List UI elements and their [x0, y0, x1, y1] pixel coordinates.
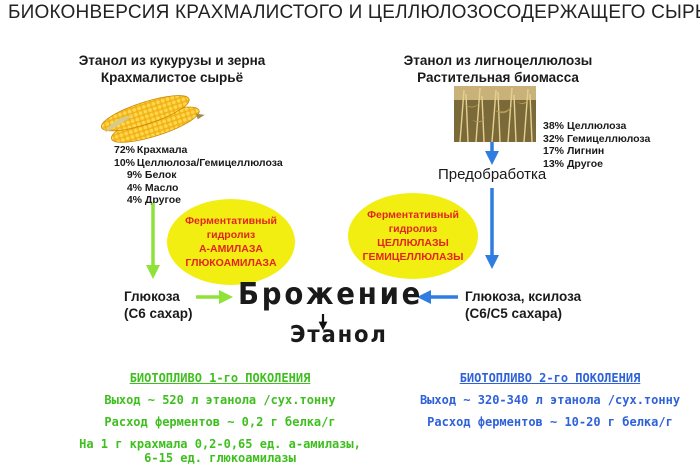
- composition-item: 13% Другое: [543, 157, 604, 170]
- ellipse-line: А-АМИЛАЗА: [198, 243, 264, 255]
- biofuel-gen1-line: На 1 г крахмала 0,2-0,65 ед. а-амилазы,: [79, 437, 361, 451]
- left-sugar: Глюкоза (С6 сахар): [124, 288, 192, 322]
- left-header-line2: Крахмалистое сырьё: [100, 70, 244, 85]
- biofuel-gen1-line: Выход ~ 520 л этанола /сух.тонну: [104, 393, 336, 407]
- composition-item: 72% Крахмала: [114, 144, 188, 156]
- left-sugar-line2: (С6 сахар): [124, 306, 193, 321]
- left-composition: 72% Крахмала 10% Целлюлоза/Гемицеллюлоза…: [114, 144, 283, 207]
- ethanol-label: Этанол: [290, 322, 388, 348]
- ellipse-line: гидролиз: [388, 223, 438, 235]
- biofuel-gen1: БИОТОПЛИВО 1-го ПОКОЛЕНИЯ Выход ~ 520 л …: [70, 371, 370, 465]
- ellipse-line: ГЛЮКОАМИЛАЗА: [185, 257, 277, 269]
- right-header-line1: Этанол из лигноцеллюлозы: [403, 53, 593, 68]
- fermentation-label: Брожение: [238, 277, 424, 312]
- biomass-image: [454, 86, 536, 142]
- biofuel-gen2-heading: БИОТОПЛИВО 2-го ПОКОЛЕНИЯ: [459, 371, 641, 385]
- biofuel-gen1-heading: БИОТОПЛИВО 1-го ПОКОЛЕНИЯ: [129, 371, 311, 385]
- biofuel-gen2-line: Выход ~ 320-340 л этанола /сух.тонну: [419, 393, 681, 407]
- diagram-title: БИОКОНВЕРСИЯ КРАХМАЛИСТОГО И ЦЕЛЛЮЛОЗОСО…: [8, 2, 700, 23]
- ellipse-line: Ферментативный: [367, 209, 459, 221]
- ellipse-line: ГЕМИЦЕЛЛЮЛАЗЫ: [362, 251, 464, 263]
- left-sugar-line1: Глюкоза: [124, 289, 180, 304]
- composition-item: 4% Масло: [126, 181, 179, 194]
- left-hydrolysis-ellipse: Ферментативный гидролиз А-АМИЛАЗА ГЛЮКОА…: [167, 199, 295, 285]
- biofuel-gen1-line: Расход ферментов ~ 0,2 г белка/г: [104, 415, 336, 429]
- left-header-line1: Этанол из кукурузы и зерна: [78, 53, 266, 68]
- left-header: Этанол из кукурузы и зерна Крахмалистое …: [62, 52, 282, 86]
- composition-item: 10% Целлюлоза/Гемицеллюлоза: [114, 156, 283, 169]
- pretreatment-label: Предобработка: [438, 166, 547, 183]
- right-sugar-line1: Глюкоза, ксилоза: [465, 289, 582, 304]
- right-sugar-line2: (С6/С5 сахара): [465, 306, 562, 321]
- ellipse-line: Ферментативный: [185, 215, 277, 227]
- biofuel-gen2-line: Расход ферментов ~ 10-20 г белка/г: [427, 415, 673, 429]
- right-sugar: Глюкоза, ксилоза (С6/С5 сахара): [465, 288, 581, 322]
- ellipse-line: гидролиз: [206, 229, 256, 241]
- right-header-line2: Растительная биомасса: [417, 70, 579, 85]
- biofuel-gen2: БИОТОПЛИВО 2-го ПОКОЛЕНИЯ Выход ~ 320-34…: [405, 371, 695, 429]
- biofuel-gen1-line: 6-15 ед. глюкоамилазы: [144, 451, 296, 465]
- right-composition: 38% Целлюлоза 32% Гемицеллюлоза 17% Лигн…: [543, 120, 650, 170]
- composition-item: 38% Целлюлоза: [543, 120, 627, 132]
- corn-image: [101, 95, 205, 143]
- right-hydrolysis-ellipse: Ферментативный гидролиз ЦЕЛЛЮЛАЗЫ ГЕМИЦЕ…: [348, 193, 478, 279]
- composition-item: 9% Белок: [126, 169, 177, 182]
- composition-item: 32% Гемицеллюлоза: [543, 132, 651, 145]
- right-header: Этанол из лигноцеллюлозы Растительная би…: [393, 52, 603, 86]
- composition-item: 17% Лигнин: [543, 145, 605, 158]
- ellipse-line: ЦЕЛЛЮЛАЗЫ: [377, 237, 449, 249]
